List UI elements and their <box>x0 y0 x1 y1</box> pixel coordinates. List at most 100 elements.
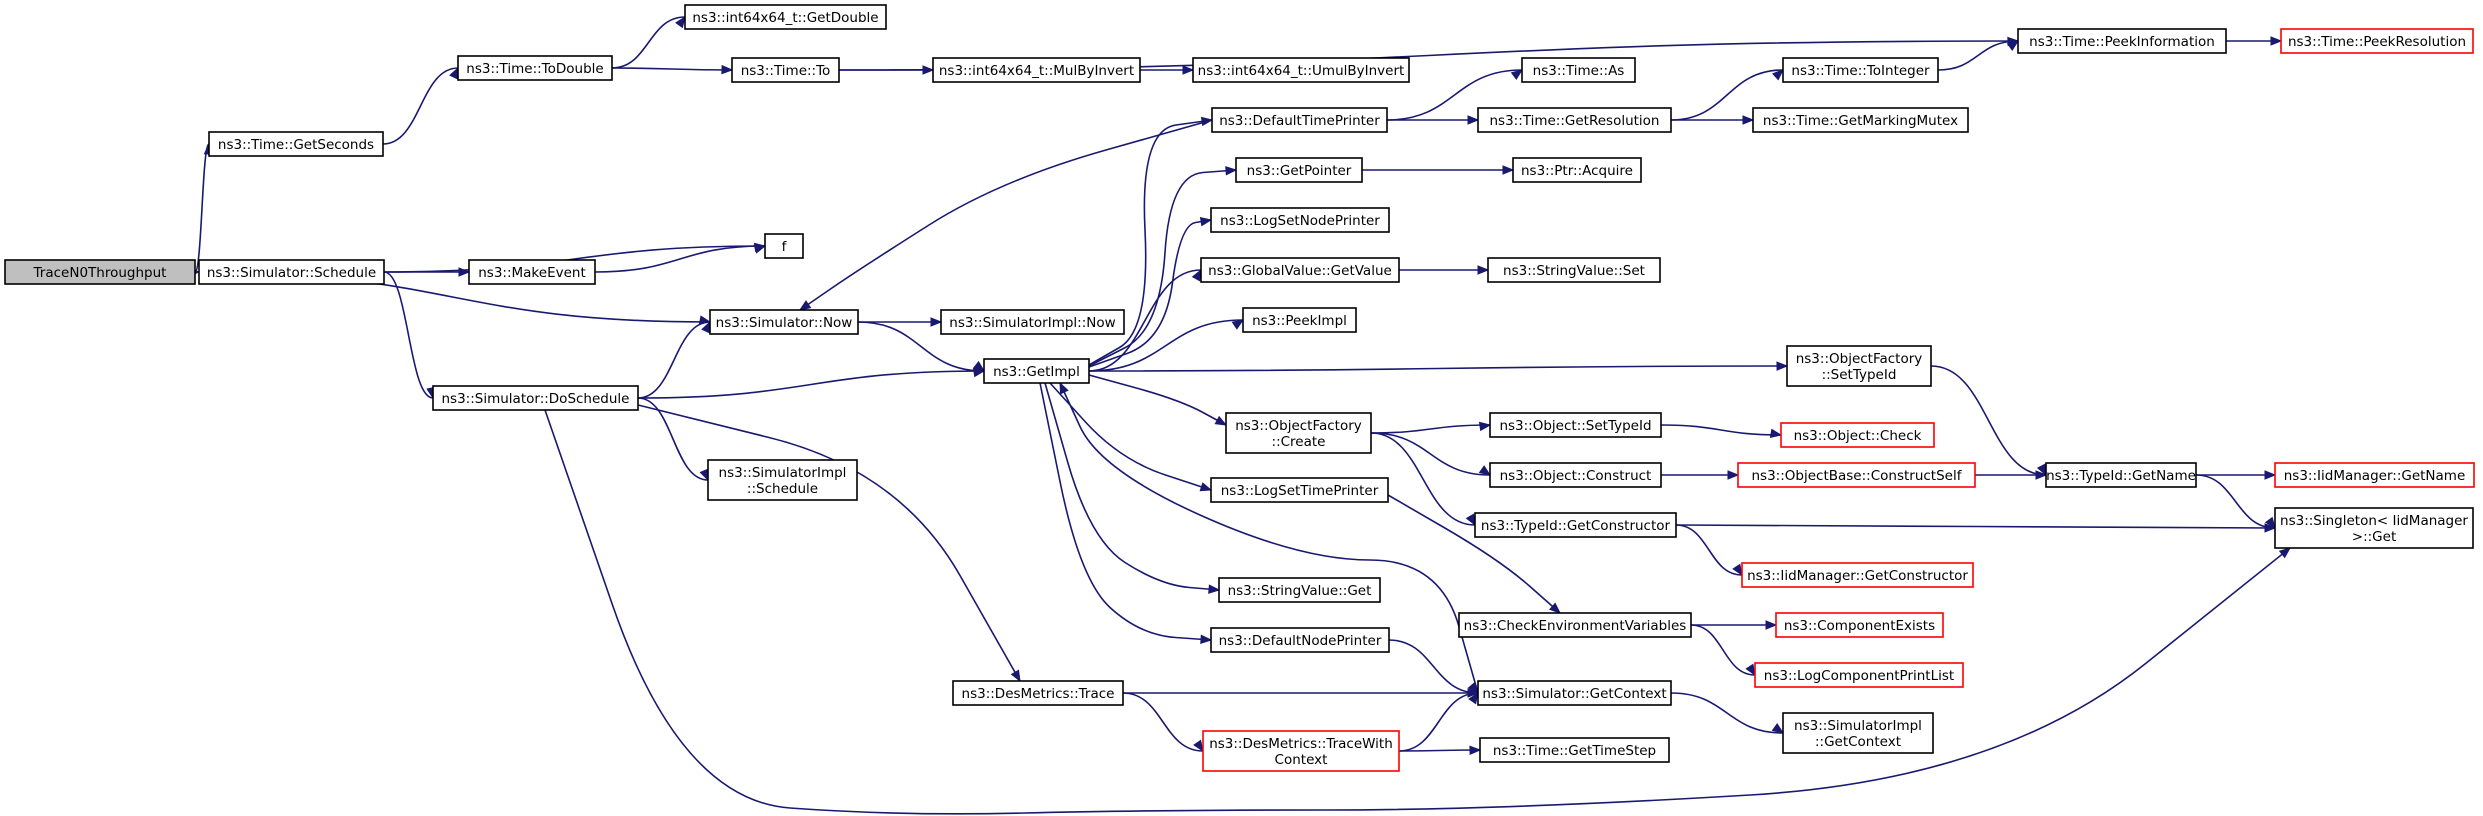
edge-timeTo-to-mulByInvert <box>839 65 935 75</box>
edge-constructSelf-to-typeIdGetName <box>1974 470 2048 480</box>
node-label: ns3::DefaultTimePrinter <box>1219 113 1380 129</box>
node-getPointer[interactable]: ns3::GetPointer <box>1235 157 1363 183</box>
edge-mulByInvert-to-umulByInvert <box>1140 65 1195 75</box>
node-i64GetDouble[interactable]: ns3::int64x64_t::GetDouble <box>684 4 887 30</box>
node-peekInfo[interactable]: ns3::Time::PeekInformation <box>2017 28 2227 54</box>
edge-peekInfo-to-peekResolution <box>2226 36 2283 46</box>
node-toDouble[interactable]: ns3::Time::ToDouble <box>457 55 613 81</box>
edge-getImpl-to-svGet <box>1044 382 1221 594</box>
node-label: ns3::CheckEnvironmentVariables <box>1464 618 1687 634</box>
node-objConstruct[interactable]: ns3::Object::Construct <box>1489 462 1662 488</box>
node-singletonGet[interactable]: ns3::Singleton< IidManager>::Get <box>2274 507 2474 549</box>
node-peekResolution[interactable]: ns3::Time::PeekResolution <box>2280 28 2474 54</box>
edge-objSetTypeId-to-objCheck <box>1660 424 1783 438</box>
node-label: ns3::int64x64_t::GetDouble <box>692 10 878 26</box>
node-toInteger[interactable]: ns3::Time::ToInteger <box>1782 57 1939 83</box>
node-label: ns3::Time::GetTimeStep <box>1493 743 1656 759</box>
node-label: ns3::ObjectBase::ConstructSelf <box>1752 468 1963 484</box>
node-label: ::Schedule <box>747 481 818 497</box>
node-ofSetTypeId[interactable]: ns3::ObjectFactory::SetTypeId <box>1786 345 1932 387</box>
node-label: >::Get <box>2352 529 2396 545</box>
node-iidGetCtor[interactable]: ns3::IidManager::GetConstructor <box>1741 562 1974 588</box>
node-desTrace[interactable]: ns3::DesMetrics::Trace <box>952 680 1124 706</box>
node-root[interactable]: TraceN0Throughput <box>4 259 196 285</box>
arrowhead <box>1231 319 1245 330</box>
edge-getResolution-to-toInteger <box>1670 69 1785 121</box>
node-label: ns3::SimulatorImpl::Now <box>949 315 1115 331</box>
node-svSet[interactable]: ns3::StringValue::Set <box>1487 257 1661 283</box>
node-constructSelf[interactable]: ns3::ObjectBase::ConstructSelf <box>1737 462 1976 488</box>
edge-defTimePrinter-to-getResolution <box>1387 115 1480 125</box>
arrowhead <box>1208 584 1221 594</box>
node-getSeconds[interactable]: ns3::Time::GetSeconds <box>208 131 384 157</box>
node-typeIdGetName[interactable]: ns3::TypeId::GetName <box>2045 462 2197 488</box>
node-svGet[interactable]: ns3::StringValue::Get <box>1218 577 1381 603</box>
node-label: ns3::Object::SetTypeId <box>1499 418 1651 434</box>
node-simImplGetContext[interactable]: ns3::SimulatorImpl::GetContext <box>1782 712 1934 754</box>
edge-checkEnv-to-componentExists <box>1691 620 1778 630</box>
arrowhead <box>1059 381 1069 395</box>
node-label: ns3::DesMetrics::TraceWith <box>1209 736 1393 752</box>
arrowhead <box>972 367 986 378</box>
node-label: ns3::Simulator::GetContext <box>1482 686 1666 702</box>
node-label: ::Create <box>1272 434 1326 450</box>
node-f[interactable]: f <box>764 233 804 259</box>
node-defTimePrinter[interactable]: ns3::DefaultTimePrinter <box>1211 107 1388 133</box>
node-gvGetValue[interactable]: ns3::GlobalValue::GetValue <box>1200 257 1400 283</box>
node-ptrAcquire[interactable]: ns3::Ptr::Acquire <box>1512 157 1642 183</box>
arrowhead <box>922 65 935 75</box>
node-simImplNow[interactable]: ns3::SimulatorImpl::Now <box>940 309 1125 335</box>
node-timeAs[interactable]: ns3::Time::As <box>1521 57 1636 83</box>
node-logCompPrintList[interactable]: ns3::LogComponentPrintList <box>1754 662 1964 688</box>
node-checkEnv[interactable]: ns3::CheckEnvironmentVariables <box>1458 612 1692 638</box>
arrowhead <box>1469 745 1482 755</box>
node-componentExists[interactable]: ns3::ComponentExists <box>1775 612 1944 638</box>
node-simSchedule[interactable]: ns3::Simulator::Schedule <box>198 259 385 285</box>
node-label: ns3::Time::PeekInformation <box>2029 34 2215 50</box>
arrowhead <box>1182 65 1195 75</box>
arrowhead <box>1225 166 1238 176</box>
edge-toDouble-to-i64GetDouble <box>611 15 686 69</box>
node-mulByInvert[interactable]: ns3::int64x64_t::MulByInvert <box>932 57 1141 83</box>
node-makeEvent[interactable]: ns3::MakeEvent <box>468 259 596 285</box>
node-simImplSchedule[interactable]: ns3::SimulatorImpl::Schedule <box>707 459 858 501</box>
node-objCheck[interactable]: ns3::Object::Check <box>1780 422 1935 448</box>
node-iidGetName[interactable]: ns3::IidManager::GetName <box>2274 462 2475 488</box>
node-label: ns3::Simulator::Now <box>716 315 853 331</box>
node-doSchedule[interactable]: ns3::Simulator::DoSchedule <box>432 385 639 411</box>
node-timeTo[interactable]: ns3::Time::To <box>731 57 840 83</box>
arrowhead <box>1199 216 1213 227</box>
node-defNodePrinter[interactable]: ns3::DefaultNodePrinter <box>1210 627 1390 653</box>
edge-getImpl-to-defNodePrinter <box>1039 382 1213 644</box>
edge-typeIdGetName-to-singletonGet <box>2195 474 2276 530</box>
node-logSetNodePrinter[interactable]: ns3::LogSetNodePrinter <box>1210 207 1390 233</box>
edge-getResolution-to-getMarkingMutex <box>1671 115 1755 125</box>
node-logSetTimePrinter[interactable]: ns3::LogSetTimePrinter <box>1210 477 1389 503</box>
arrowhead <box>1193 739 1204 753</box>
node-umulByInvert[interactable]: ns3::int64x64_t::UmulByInvert <box>1192 57 1410 83</box>
node-getMarkingMutex[interactable]: ns3::Time::GetMarkingMutex <box>1752 107 1969 133</box>
arrowhead <box>1502 165 1515 175</box>
node-getResolution[interactable]: ns3::Time::GetResolution <box>1477 107 1672 133</box>
node-getImpl[interactable]: ns3::GetImpl <box>983 358 1090 384</box>
arrowhead <box>1776 361 1789 371</box>
node-typeIdGetCtor[interactable]: ns3::TypeId::GetConstructor <box>1474 512 1677 538</box>
arrowhead <box>1478 465 1492 476</box>
edge-simSchedule-to-makeEvent <box>384 267 471 277</box>
node-objSetTypeId[interactable]: ns3::Object::SetTypeId <box>1489 412 1662 438</box>
node-simGetContext[interactable]: ns3::Simulator::GetContext <box>1477 680 1672 706</box>
node-peekImpl[interactable]: ns3::PeekImpl <box>1242 307 1357 333</box>
node-label: ns3::LogComponentPrintList <box>1764 668 1954 684</box>
node-label: f <box>782 239 788 255</box>
node-ofCreate[interactable]: ns3::ObjectFactory::Create <box>1225 412 1372 454</box>
node-label: ::SetTypeId <box>1822 367 1897 383</box>
arrowhead <box>1765 620 1778 630</box>
edge-desTrace-to-desTraceCtx <box>1122 692 1204 753</box>
node-getTimeStep[interactable]: ns3::Time::GetTimeStep <box>1479 737 1670 763</box>
node-label: ns3::IidManager::GetConstructor <box>1747 568 1968 584</box>
node-label: ns3::GetImpl <box>993 364 1080 380</box>
node-simNow[interactable]: ns3::Simulator::Now <box>709 309 859 335</box>
arrowhead <box>675 15 686 29</box>
edge-getImpl-to-getPointer <box>1088 166 1238 367</box>
